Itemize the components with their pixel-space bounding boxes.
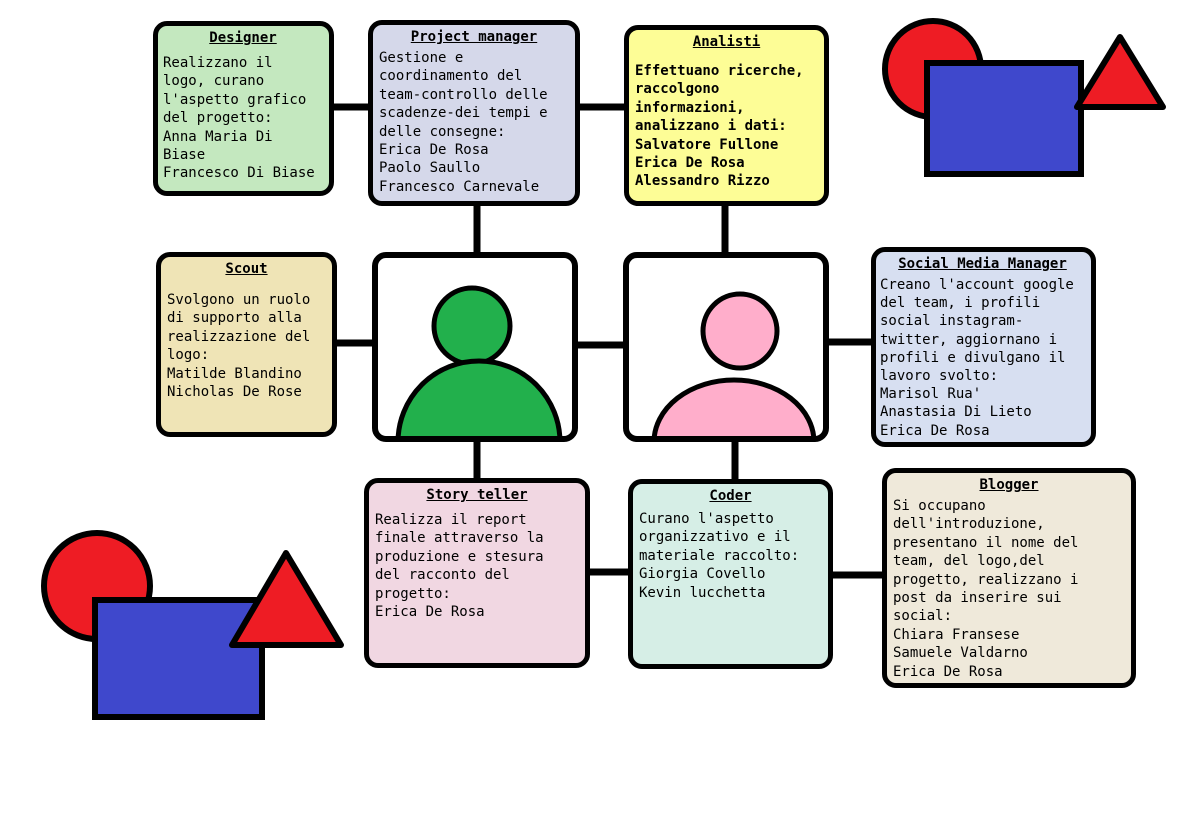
member-name: Marisol Rua' xyxy=(880,386,982,403)
member-name: Giorgia Covello xyxy=(639,566,766,583)
person-head-icon xyxy=(700,291,780,371)
role-description: Gestione e coordinamento del team-contro… xyxy=(379,50,548,140)
member-name: Salvatore Fullone xyxy=(635,136,779,153)
decorative-shapes-bottom-left xyxy=(41,530,344,720)
role-box-analisti: Analisti Effettuano ricerche, raccolgono… xyxy=(624,25,829,206)
member-name: Erica De Rosa xyxy=(375,604,485,621)
role-description: Realizza il report finale attraverso la … xyxy=(375,512,544,602)
decorative-shapes-top-right xyxy=(882,18,1166,177)
role-description: Creano l'account google del team, i prof… xyxy=(880,277,1074,385)
member-name: Francesco Di Biase xyxy=(163,165,315,182)
role-title: Analisti xyxy=(692,34,761,50)
role-title: Designer xyxy=(209,30,277,46)
role-box-blogger: Blogger Si occupano dell'introduzione, p… xyxy=(882,468,1136,688)
role-box-scout: Scout Svolgono un ruolo di supporto alla… xyxy=(156,252,337,437)
role-title: Blogger xyxy=(979,477,1039,493)
member-name: Erica De Rosa xyxy=(893,663,1003,680)
role-title: Scout xyxy=(225,261,268,277)
member-name: Anastasia Di Lieto xyxy=(880,404,1032,421)
role-description: Svolgono un ruolo di supporto alla reali… xyxy=(167,292,311,364)
person-icon xyxy=(395,285,563,436)
member-name: Erica De Rosa xyxy=(379,142,489,159)
role-title: Coder xyxy=(709,488,752,504)
member-name: Erica De Rosa xyxy=(880,422,990,439)
blue-square-icon xyxy=(924,60,1084,177)
blue-square-icon xyxy=(92,597,265,720)
role-title: Story teller xyxy=(426,487,528,503)
role-title: Project manager xyxy=(410,29,538,45)
person-body-icon xyxy=(651,377,817,436)
member-name: Kevin lucchetta xyxy=(639,584,766,601)
role-box-coder: Coder Curano l'aspetto organizzativo e i… xyxy=(628,479,833,669)
person-head-icon xyxy=(431,285,513,367)
member-name: Matilde Blandino xyxy=(167,365,302,382)
red-triangle-icon xyxy=(229,550,344,648)
role-description: Effettuano ricerche, raccolgono informaz… xyxy=(635,63,804,135)
role-title: Social Media Manager xyxy=(898,256,1067,272)
person-body-icon xyxy=(395,358,563,436)
member-name: Samuele Valdarno xyxy=(893,645,1028,662)
role-box-project-manager: Project manager Gestione e coordinamento… xyxy=(368,20,580,206)
red-triangle-icon xyxy=(1074,34,1166,110)
role-box-designer: Designer Realizzano il logo, curano l'as… xyxy=(153,21,334,196)
role-box-social-media-manager: Social Media Manager Creano l'account go… xyxy=(871,247,1096,447)
person-frame-left xyxy=(372,252,578,442)
member-name: Nicholas De Rose xyxy=(167,384,302,401)
role-description: Si occupano dell'introduzione, presentan… xyxy=(893,498,1079,625)
member-name: Chiara Fransese xyxy=(893,626,1020,643)
role-box-story-teller: Story teller Realizza il report finale a… xyxy=(364,478,590,668)
person-icon xyxy=(651,291,817,436)
member-name: Erica De Rosa xyxy=(635,155,745,172)
connector-lines xyxy=(333,103,884,579)
role-description: Realizzano il logo, curano l'aspetto gra… xyxy=(163,55,307,127)
member-name: Francesco Carnevale xyxy=(379,178,540,195)
person-frame-right xyxy=(623,252,829,442)
member-name: Paolo Saullo xyxy=(379,160,481,177)
role-description: Curano l'aspetto organizzativo e il mate… xyxy=(639,511,800,564)
member-name: Anna Maria Di Biase xyxy=(163,128,273,164)
member-name: Alessandro Rizzo xyxy=(635,173,770,190)
